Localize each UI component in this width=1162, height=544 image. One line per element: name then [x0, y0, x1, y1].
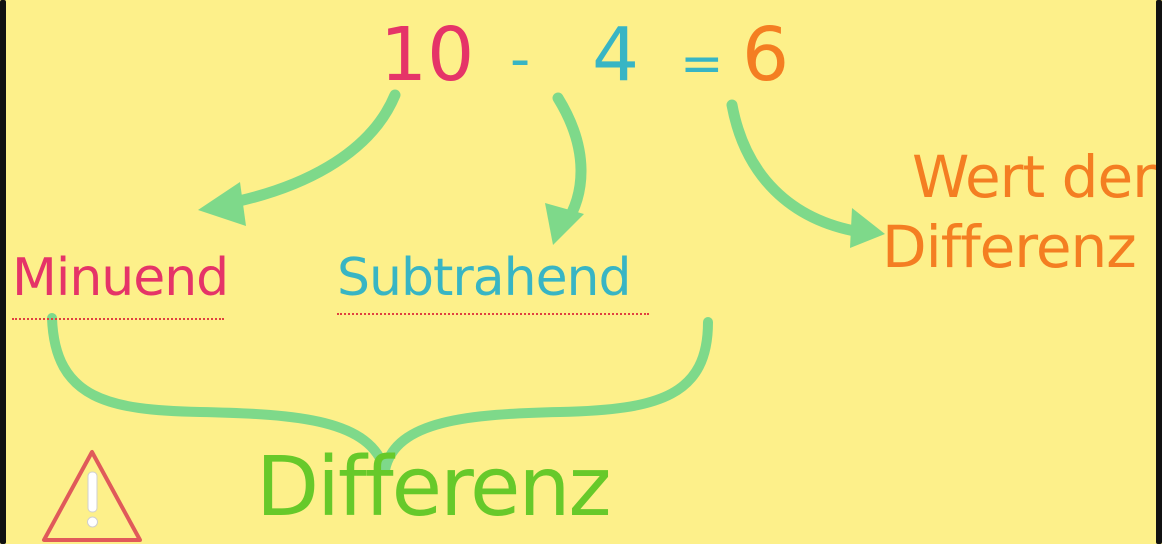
minuend-underline — [12, 318, 224, 320]
equation-minus-sign: - — [510, 27, 531, 92]
difference-label: Differenz — [256, 440, 611, 535]
result-label-line1: Wert der — [912, 143, 1156, 211]
subtrahend-label: Subtrahend — [337, 248, 632, 308]
result-label-line2: Differenz — [882, 213, 1137, 281]
arrow-head-minuend — [198, 182, 246, 226]
arrow-head-subtrahend — [545, 203, 584, 245]
equation-minuend: 10 — [380, 12, 475, 98]
arrow-to-result — [726, 99, 866, 238]
equation-equals-sign: = — [680, 34, 724, 94]
right-border — [1156, 0, 1162, 544]
arrow-to-subtrahend — [552, 92, 587, 231]
equation-result: 6 — [742, 12, 790, 98]
left-border — [0, 0, 6, 544]
arrow-head-result — [850, 208, 885, 248]
equation-subtrahend: 4 — [592, 12, 640, 98]
arrow-to-minuend — [214, 89, 401, 211]
difference-brace — [47, 313, 713, 475]
subtrahend-underline — [337, 313, 649, 315]
minuend-label: Minuend — [12, 248, 229, 308]
warning-triangle-icon — [42, 450, 142, 542]
